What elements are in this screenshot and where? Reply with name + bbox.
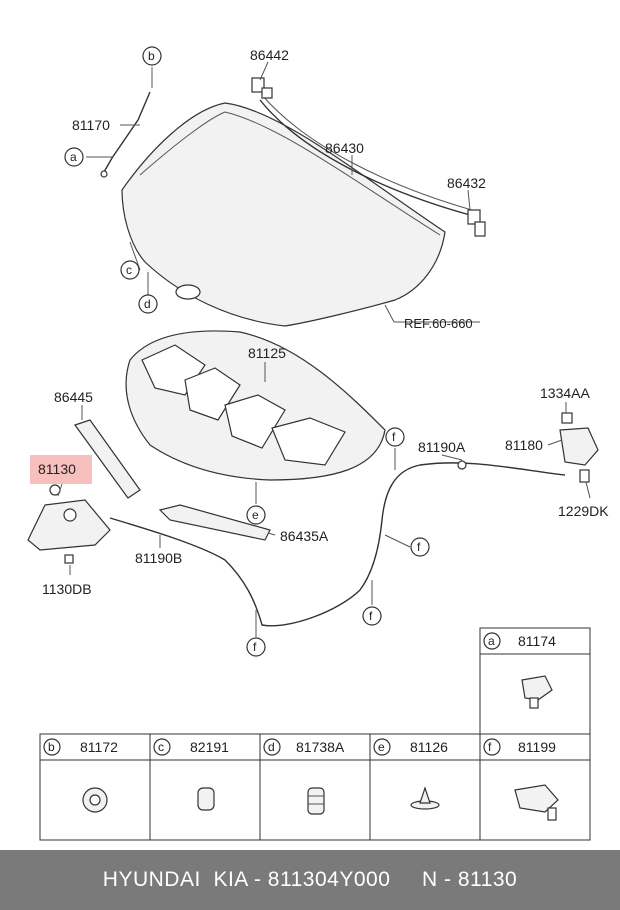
callout-f-1: f xyxy=(385,427,405,447)
svg-text:a: a xyxy=(70,150,77,164)
exploded-diagram: 86442 81170 86430 86432 REF.60-660 81125… xyxy=(27,46,609,841)
svg-text:b: b xyxy=(148,49,155,63)
svg-text:b: b xyxy=(48,740,55,754)
svg-text:e: e xyxy=(252,508,259,522)
hood-emblem xyxy=(175,284,201,300)
label-86432: 86432 xyxy=(447,175,486,191)
svg-text:f: f xyxy=(369,609,373,623)
svg-text:81738A: 81738A xyxy=(296,739,345,755)
label-1229DK: 1229DK xyxy=(558,503,609,519)
label-81180: 81180 xyxy=(505,437,543,453)
hood-panel xyxy=(121,102,446,327)
bracket-81180 xyxy=(559,427,599,466)
svg-text:81126: 81126 xyxy=(410,739,448,755)
label-ref: REF.60-660 xyxy=(404,316,473,331)
clip-86432 xyxy=(467,209,481,225)
callout-f-2: f xyxy=(410,537,430,557)
clip-86442 xyxy=(251,77,265,93)
svg-text:f: f xyxy=(488,740,492,754)
weatherstrip-86430 xyxy=(259,99,471,216)
svg-text:81199: 81199 xyxy=(518,739,556,755)
seal-86445 xyxy=(74,419,141,499)
label-81190A: 81190A xyxy=(418,439,466,455)
legend-f: f 81199 xyxy=(483,738,559,821)
label-81130: 81130 xyxy=(38,461,76,477)
label-1130DB: 1130DB xyxy=(42,581,92,597)
svg-text:c: c xyxy=(126,263,132,277)
callout-e: e xyxy=(246,505,266,525)
label-1334AA: 1334AA xyxy=(540,385,590,401)
label-86442: 86442 xyxy=(250,47,289,63)
legend-d: d 81738A xyxy=(263,738,345,815)
label-81170: 81170 xyxy=(72,117,110,133)
callout-f-3: f xyxy=(362,606,382,626)
svg-text:d: d xyxy=(144,297,151,311)
seal-86435A xyxy=(158,504,271,541)
footer-bar: HYUNDAI KIA - 811304Y000 N - 81130 xyxy=(0,850,620,910)
callout-a: a xyxy=(64,147,84,167)
svg-text:f: f xyxy=(392,430,396,444)
highlight-81130 xyxy=(30,455,92,484)
legend-c: c 82191 xyxy=(153,738,229,811)
legend-a: a 81174 xyxy=(483,632,556,709)
cable-81190B xyxy=(109,517,383,627)
svg-text:e: e xyxy=(378,740,385,754)
stay-rod-81170 xyxy=(103,91,151,173)
svg-text:f: f xyxy=(417,540,421,554)
callout-c: c xyxy=(120,260,140,280)
svg-text:c: c xyxy=(158,740,164,754)
legend-e: e 81126 xyxy=(373,738,448,810)
cable-81190A xyxy=(381,462,566,521)
svg-text:81174: 81174 xyxy=(518,633,556,649)
legend-b: b 81172 xyxy=(43,738,118,813)
callout-b: b xyxy=(142,46,162,66)
svg-text:a: a xyxy=(488,634,495,648)
svg-text:82191: 82191 xyxy=(190,739,229,755)
label-81125: 81125 xyxy=(248,345,286,361)
legend-table xyxy=(39,627,591,841)
svg-text:f: f xyxy=(253,640,257,654)
callout-d: d xyxy=(138,294,158,314)
label-86435A: 86435A xyxy=(280,528,329,544)
label-81190B: 81190B xyxy=(135,550,182,566)
svg-text:81172: 81172 xyxy=(80,739,118,755)
label-86445: 86445 xyxy=(54,389,93,405)
hood-crease xyxy=(139,111,441,236)
latch-81130 xyxy=(27,484,111,564)
label-86430: 86430 xyxy=(325,140,364,156)
svg-text:d: d xyxy=(268,740,275,754)
footer-text: HYUNDAI KIA - 811304Y000 N - 81130 xyxy=(102,868,518,891)
callout-f-4: f xyxy=(246,637,266,657)
